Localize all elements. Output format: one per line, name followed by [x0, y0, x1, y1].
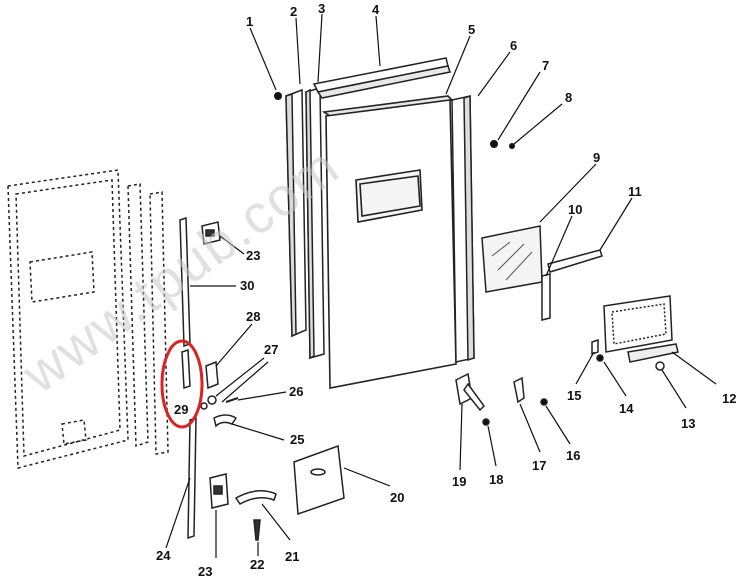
- callout-15: 15: [567, 388, 581, 403]
- callout-9: 9: [593, 150, 600, 165]
- strip-3: [305, 87, 325, 360]
- callout-23-lower: 23: [198, 564, 212, 579]
- main-panel-5: [321, 95, 457, 389]
- callout-13: 13: [681, 416, 695, 431]
- callout-29: 29: [174, 402, 188, 417]
- callout-17: 17: [532, 458, 546, 473]
- callout-labels: 1 2 3 4 5 6 7 8 9 10 11 12 13 14 15 16 1…: [156, 1, 736, 579]
- callout-27: 27: [264, 342, 278, 357]
- strip-10: [541, 273, 551, 321]
- rod-24: [187, 416, 197, 540]
- strip-2: [285, 88, 307, 338]
- callout-14: 14: [619, 401, 634, 416]
- callout-23-upper: 23: [246, 248, 260, 263]
- callout-12: 12: [722, 391, 736, 406]
- callout-19: 19: [452, 474, 466, 489]
- callout-11: 11: [628, 184, 642, 199]
- callout-1: 1: [246, 14, 253, 29]
- callout-7: 7: [542, 58, 549, 73]
- fasteners: [274, 92, 515, 149]
- leader-lines: [165, 13, 717, 558]
- callout-18: 18: [489, 472, 503, 487]
- callout-26: 26: [289, 384, 303, 399]
- callout-30: 30: [240, 278, 254, 293]
- callout-25: 25: [290, 432, 304, 447]
- callout-6: 6: [510, 38, 517, 53]
- callout-5: 5: [468, 22, 475, 37]
- callout-16: 16: [566, 448, 580, 463]
- handle-23-lower: [209, 473, 229, 509]
- callout-28: 28: [246, 309, 260, 324]
- left-door-panel: [7, 169, 169, 469]
- callout-4: 4: [372, 2, 380, 17]
- handle-23-upper: [201, 221, 221, 245]
- callout-20: 20: [390, 490, 404, 505]
- angle-4: [312, 57, 451, 99]
- highlight-circle: [160, 339, 204, 429]
- callout-3: 3: [318, 1, 325, 16]
- callout-10: 10: [568, 202, 582, 217]
- frame-12: [603, 295, 679, 363]
- handle-21: [234, 490, 277, 541]
- latches-16-19: [455, 372, 548, 426]
- plate-20: [293, 444, 345, 516]
- strip-6: [451, 94, 475, 363]
- glass-9: [481, 225, 543, 293]
- parts-25-29: [181, 348, 239, 428]
- callout-21: 21: [285, 549, 299, 564]
- callout-8: 8: [565, 90, 572, 105]
- callout-22: 22: [250, 557, 264, 572]
- callout-2: 2: [290, 4, 297, 19]
- callout-24: 24: [156, 548, 171, 563]
- small-parts-13-15: [591, 338, 665, 371]
